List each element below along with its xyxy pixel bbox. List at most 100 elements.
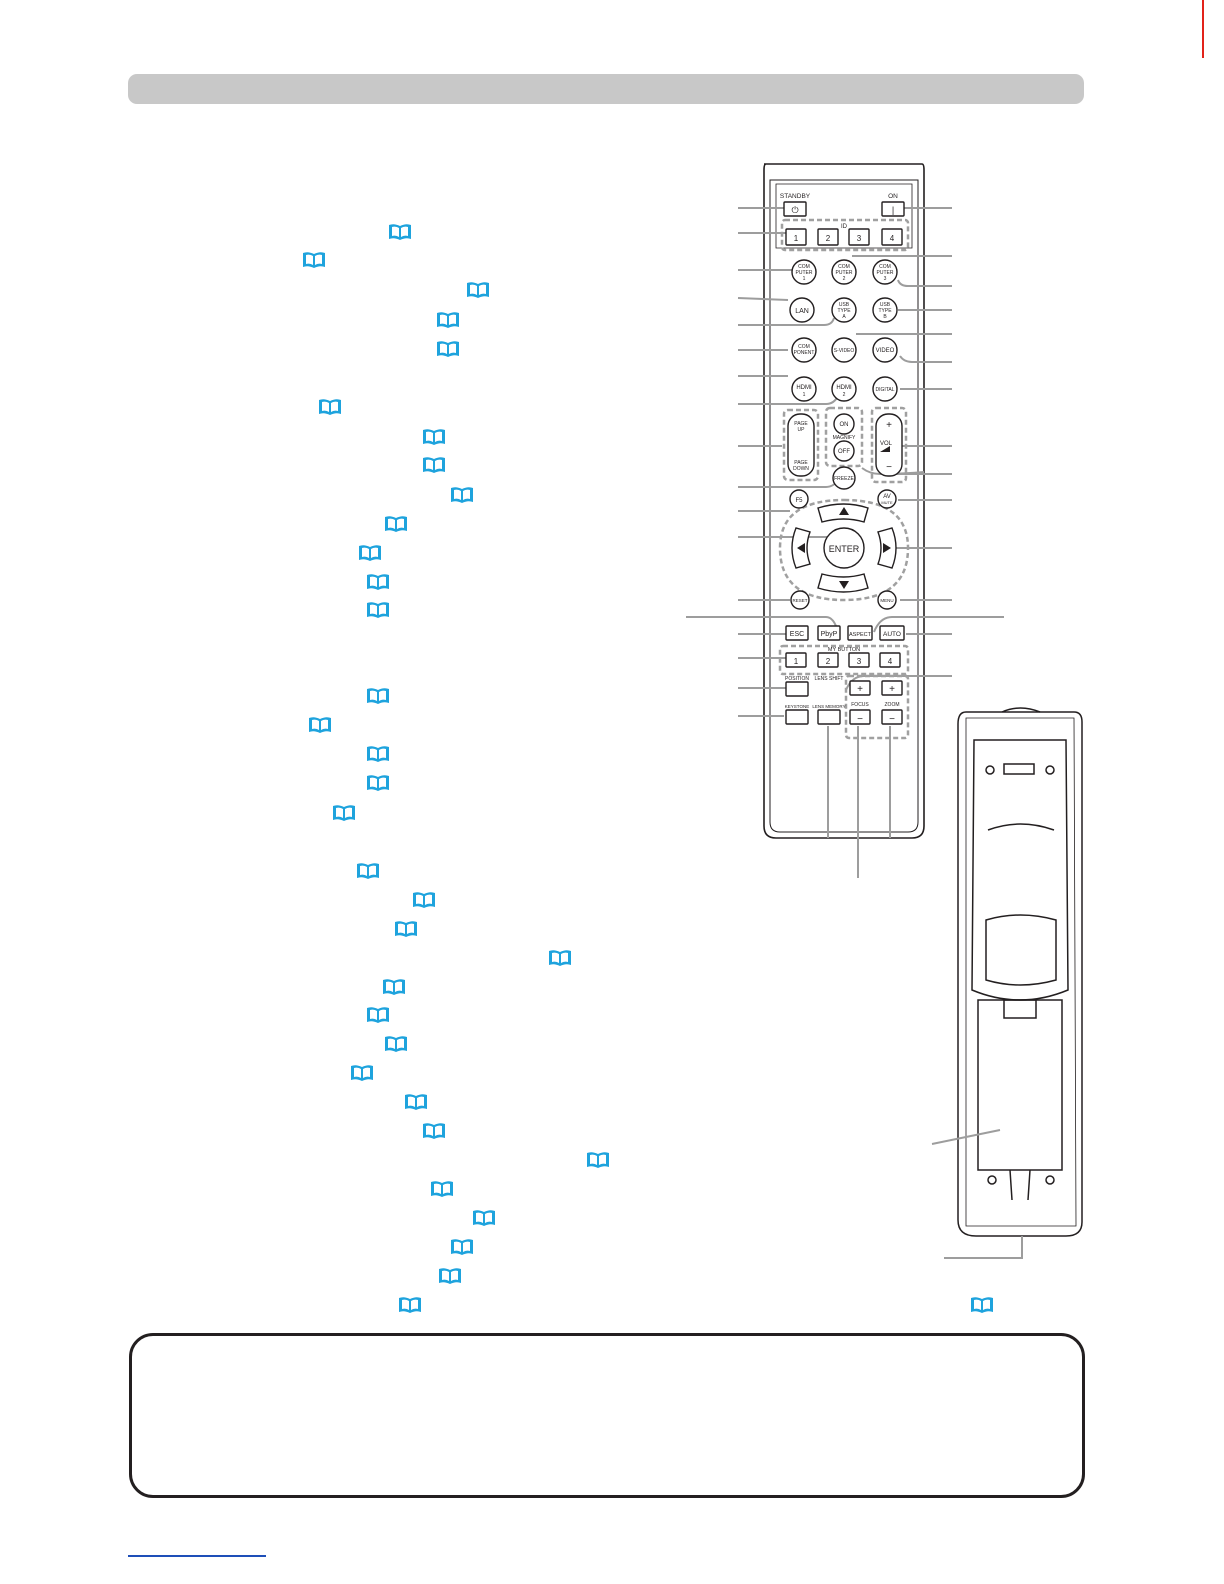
svg-text:2: 2 bbox=[826, 234, 831, 243]
book-reference-icon[interactable] bbox=[438, 1267, 462, 1285]
svg-text:FREEZE: FREEZE bbox=[834, 476, 854, 482]
svg-text:4: 4 bbox=[888, 657, 893, 666]
standby-label: STANDBY bbox=[780, 193, 811, 200]
svg-text:|: | bbox=[892, 205, 894, 215]
svg-text:−: − bbox=[857, 714, 863, 725]
svg-text:F5: F5 bbox=[795, 498, 803, 504]
book-reference-icon[interactable] bbox=[472, 1209, 496, 1227]
book-reference-icon[interactable] bbox=[404, 1093, 428, 1111]
book-reference-icon[interactable] bbox=[398, 1296, 422, 1314]
leader-lines bbox=[686, 207, 1004, 878]
svg-text:TYPE: TYPE bbox=[878, 308, 892, 314]
svg-text:3: 3 bbox=[857, 234, 862, 243]
book-reference-icon[interactable] bbox=[384, 515, 408, 533]
svg-text:2: 2 bbox=[843, 276, 846, 282]
svg-text:A: A bbox=[842, 314, 846, 320]
svg-text:+: + bbox=[889, 684, 895, 695]
book-reference-icon[interactable] bbox=[586, 1151, 610, 1169]
svg-text:1: 1 bbox=[803, 392, 806, 398]
svg-text:COM: COM bbox=[798, 344, 810, 350]
book-reference-icon[interactable] bbox=[450, 486, 474, 504]
svg-text:PbyP: PbyP bbox=[821, 631, 838, 638]
svg-text:KEYSTONE: KEYSTONE bbox=[785, 704, 809, 709]
book-reference-icon[interactable] bbox=[412, 891, 436, 909]
book-reference-icon[interactable] bbox=[366, 774, 390, 792]
svg-text:POSITION: POSITION bbox=[785, 676, 809, 682]
book-reference-icon[interactable] bbox=[388, 223, 412, 241]
book-reference-icon[interactable] bbox=[302, 251, 326, 269]
book-reference-icon[interactable] bbox=[422, 1122, 446, 1140]
svg-text:UP: UP bbox=[798, 427, 806, 433]
svg-text:DIGITAL: DIGITAL bbox=[875, 387, 894, 393]
svg-text:ASPECT: ASPECT bbox=[849, 632, 872, 638]
section-header-bar bbox=[128, 74, 1084, 104]
book-reference-icon[interactable] bbox=[366, 601, 390, 619]
svg-text:2: 2 bbox=[826, 657, 831, 666]
book-reference-icon[interactable] bbox=[366, 1006, 390, 1024]
svg-text:LENS MEMORY: LENS MEMORY bbox=[812, 704, 845, 709]
book-reference-icon[interactable] bbox=[366, 745, 390, 763]
svg-text:COM: COM bbox=[798, 264, 810, 270]
svg-text:USB: USB bbox=[880, 302, 891, 308]
svg-text:VIDEO: VIDEO bbox=[876, 348, 895, 354]
svg-text:B: B bbox=[883, 314, 887, 320]
svg-text:MY BUTTON: MY BUTTON bbox=[828, 647, 860, 653]
svg-text:3: 3 bbox=[857, 657, 862, 666]
svg-text:ENTER: ENTER bbox=[829, 544, 860, 554]
book-reference-icon[interactable] bbox=[466, 281, 490, 299]
book-reference-icon[interactable] bbox=[332, 804, 356, 822]
note-box bbox=[129, 1333, 1085, 1498]
svg-text:3: 3 bbox=[884, 276, 887, 282]
book-reference-icon[interactable] bbox=[356, 862, 380, 880]
svg-text:COM: COM bbox=[879, 264, 891, 270]
svg-text:AUTO: AUTO bbox=[883, 631, 901, 638]
book-reference-icon[interactable] bbox=[382, 978, 406, 996]
book-reference-icon[interactable] bbox=[450, 1238, 474, 1256]
svg-text:HDMI: HDMI bbox=[836, 385, 852, 391]
svg-text:PUTER: PUTER bbox=[877, 270, 894, 276]
svg-text:PONENT: PONENT bbox=[794, 350, 815, 356]
book-reference-icon[interactable] bbox=[308, 716, 332, 734]
svg-text:1: 1 bbox=[794, 234, 799, 243]
book-reference-icon[interactable] bbox=[384, 1035, 408, 1053]
svg-text:FOCUS: FOCUS bbox=[851, 702, 869, 708]
svg-text:ON: ON bbox=[840, 422, 849, 428]
book-reference-icon[interactable] bbox=[422, 428, 446, 446]
svg-text:2: 2 bbox=[843, 392, 846, 398]
svg-text:RESET: RESET bbox=[792, 598, 807, 603]
remote-control-front-diagram: STANDBY ON ⏻ | ID 1 2 3 4 COM PUTER 1 CO… bbox=[686, 163, 1004, 878]
svg-text:+: + bbox=[857, 684, 863, 695]
standby-button bbox=[783, 201, 807, 217]
book-reference-icon[interactable] bbox=[430, 1180, 454, 1198]
svg-text:TYPE: TYPE bbox=[837, 308, 851, 314]
book-reference-icon[interactable] bbox=[970, 1296, 994, 1314]
svg-text:ESC: ESC bbox=[790, 631, 804, 638]
book-reference-icon[interactable] bbox=[422, 456, 446, 474]
svg-text:MENU: MENU bbox=[880, 598, 893, 603]
book-reference-icon[interactable] bbox=[394, 920, 418, 938]
book-reference-icon[interactable] bbox=[350, 1064, 374, 1082]
svg-text:−: − bbox=[886, 462, 892, 473]
svg-text:PAGE: PAGE bbox=[794, 421, 808, 427]
svg-text:COM: COM bbox=[838, 264, 850, 270]
svg-text:4: 4 bbox=[890, 234, 895, 243]
on-button bbox=[881, 201, 905, 217]
svg-text:PAGE: PAGE bbox=[794, 460, 808, 466]
book-reference-icon[interactable] bbox=[358, 544, 382, 562]
svg-text:DOWN: DOWN bbox=[793, 466, 809, 472]
book-reference-icon[interactable] bbox=[436, 340, 460, 358]
book-reference-icon[interactable] bbox=[366, 687, 390, 705]
svg-text:1: 1 bbox=[803, 276, 806, 282]
svg-text:MUTE: MUTE bbox=[881, 500, 893, 505]
book-reference-icon[interactable] bbox=[318, 398, 342, 416]
svg-text:1: 1 bbox=[794, 657, 799, 666]
on-label: ON bbox=[888, 193, 898, 200]
svg-text:LENS SHIFT: LENS SHIFT bbox=[815, 676, 844, 682]
svg-text:OFF: OFF bbox=[838, 449, 850, 455]
book-reference-icon[interactable] bbox=[548, 949, 572, 967]
book-reference-icon[interactable] bbox=[366, 573, 390, 591]
svg-text:HDMI: HDMI bbox=[796, 385, 812, 391]
svg-text:+: + bbox=[886, 420, 892, 431]
svg-text:⏻: ⏻ bbox=[791, 205, 798, 215]
book-reference-icon[interactable] bbox=[436, 311, 460, 329]
